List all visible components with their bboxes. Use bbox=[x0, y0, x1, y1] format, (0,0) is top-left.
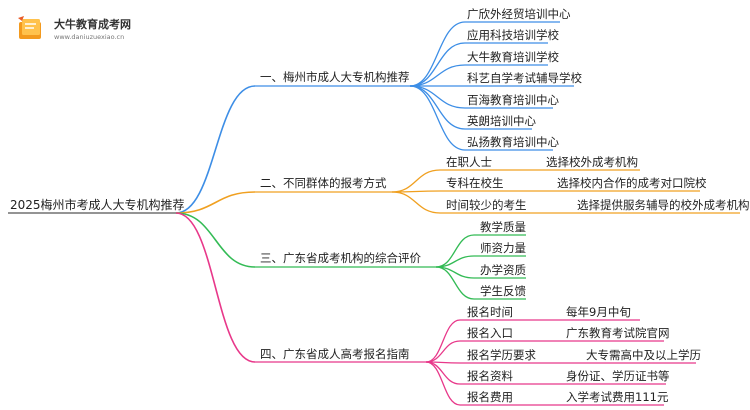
branch-3-item: 师资力量 bbox=[480, 241, 526, 255]
branch-4-item-label: 报名学历要求 bbox=[467, 348, 536, 362]
branch-1-connector bbox=[175, 85, 256, 214]
branch-4-leaf-connector bbox=[425, 361, 461, 406]
branch-2-item-label: 时间较少的考生 bbox=[446, 198, 527, 212]
branch-1-item: 科艺自学考试辅导学校 bbox=[467, 71, 582, 85]
branch-3-label: 三、广东省成考机构的综合评价 bbox=[260, 251, 421, 265]
branch-4-item-value: 大专需高中及以上学历 bbox=[586, 348, 701, 362]
branch-3-leaf-connector bbox=[435, 266, 475, 300]
branch-4-leaf-connector bbox=[425, 319, 461, 363]
branch-4-leaf-connector bbox=[425, 340, 461, 363]
branch-4-item-value: 身份证、学历证书等 bbox=[566, 369, 670, 383]
branch-4-label: 四、广东省成人高考报名指南 bbox=[260, 347, 410, 361]
branch-2-item-value: 选择提供服务辅导的校外成考机构 bbox=[577, 198, 750, 212]
branch-1-item: 百海教育培训中心 bbox=[467, 93, 559, 107]
branch-2-leaf-connector bbox=[391, 169, 441, 193]
branch-1-leaf-connector bbox=[409, 42, 466, 87]
branch-2-connector bbox=[175, 191, 256, 214]
branch-2-leaf-connector bbox=[391, 191, 441, 214]
branch-1-item: 英朗培训中心 bbox=[467, 114, 536, 128]
branch-4-item-value: 广东教育考试院官网 bbox=[566, 326, 670, 340]
branch-4-item-label: 报名时间 bbox=[467, 305, 513, 319]
brand-name: 大牛教育成考网 bbox=[54, 18, 131, 31]
root-topic: 2025梅州市考成人大专机构推荐 bbox=[10, 198, 185, 212]
branch-4-connector bbox=[175, 212, 256, 363]
branch-2-item-label: 在职人士 bbox=[446, 155, 492, 169]
branch-1-leaf-connector bbox=[409, 85, 466, 151]
branch-3-item: 学生反馈 bbox=[480, 284, 526, 298]
branch-1-item: 应用科技培训学校 bbox=[467, 28, 559, 42]
branch-2-item-value: 选择校外成考机构 bbox=[546, 155, 638, 169]
branch-1-leaf-connector bbox=[409, 85, 466, 109]
branch-1-leaf-connector bbox=[409, 21, 466, 87]
branch-1-label: 一、梅州市成人大专机构推荐 bbox=[260, 70, 410, 84]
branch-4-item-label: 报名资料 bbox=[467, 369, 513, 383]
branch-1-leaf-connector bbox=[409, 64, 466, 87]
branch-3-item: 办学资质 bbox=[480, 263, 526, 277]
branch-4-item-value: 入学考试费用111元 bbox=[566, 390, 669, 404]
book-icon bbox=[18, 16, 41, 39]
branch-4-item-label: 报名入口 bbox=[467, 326, 513, 340]
branch-1-item: 大牛教育培训学校 bbox=[467, 50, 559, 64]
branch-4-item-value: 每年9月中旬 bbox=[566, 305, 631, 319]
branch-1-item: 弘扬教育培训中心 bbox=[467, 135, 559, 149]
branch-3-connector bbox=[175, 212, 256, 268]
branch-1-item: 广欣外经贸培训中心 bbox=[467, 7, 571, 21]
branch-2-item-label: 专科在校生 bbox=[446, 176, 504, 190]
brand-url: www.daniuzuexiao.cn bbox=[54, 33, 125, 41]
branch-2-label: 二、不同群体的报考方式 bbox=[260, 176, 387, 190]
branch-4-leaf-connector bbox=[425, 361, 461, 385]
branch-4-item-label: 报名费用 bbox=[467, 390, 513, 404]
branch-2-item-value: 选择校内合作的成考对口院校 bbox=[557, 176, 707, 190]
branch-3-item: 教学质量 bbox=[480, 220, 526, 234]
